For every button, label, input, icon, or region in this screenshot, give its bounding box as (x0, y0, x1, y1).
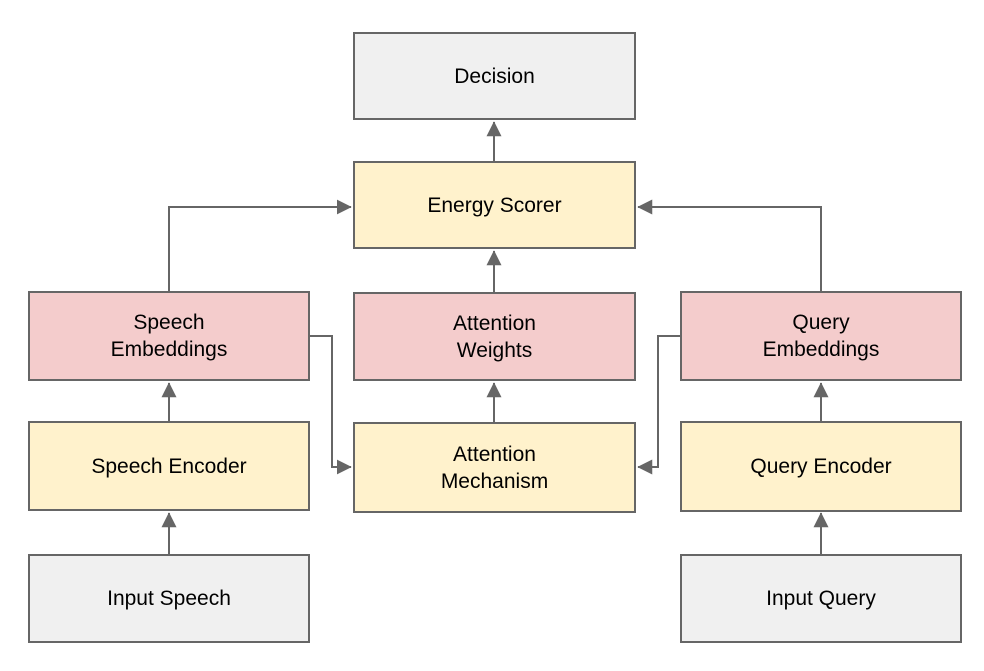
node-query-embeddings: Query Embeddings (680, 291, 962, 381)
node-attention-mechanism: Attention Mechanism (353, 422, 636, 513)
edge-query-embeddings-to-attention-mechanism (637, 335, 680, 475)
node-input-query: Input Query (680, 554, 962, 643)
edge-query-embeddings-to-energy-scorer (637, 199, 822, 291)
node-input-speech: Input Speech (28, 554, 310, 643)
edge-speech-embeddings-to-energy-scorer (168, 199, 352, 291)
node-decision: Decision (353, 32, 636, 120)
edge-speech-embeddings-to-attention-mechanism (310, 335, 352, 475)
node-attention-weights: Attention Weights (353, 292, 636, 381)
node-speech-encoder: Speech Encoder (28, 421, 310, 511)
node-energy-scorer: Energy Scorer (353, 161, 636, 249)
node-query-encoder: Query Encoder (680, 421, 962, 512)
node-speech-embeddings: Speech Embeddings (28, 291, 310, 381)
